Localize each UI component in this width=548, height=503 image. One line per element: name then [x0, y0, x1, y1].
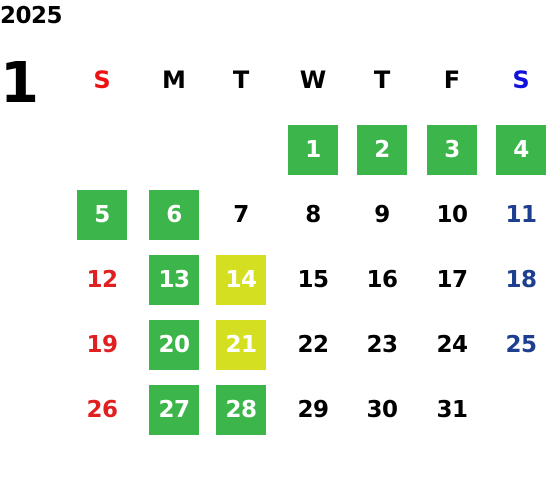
day-cell[interactable]: 22: [297, 332, 329, 358]
day-cell[interactable]: 7: [233, 202, 249, 228]
day-cell[interactable]: 19: [86, 332, 118, 358]
day-cell[interactable]: 26: [86, 397, 118, 423]
day-cell[interactable]: 14: [216, 255, 266, 305]
day-cell[interactable]: 20: [149, 320, 199, 370]
day-cell[interactable]: 11: [505, 202, 537, 228]
day-cell[interactable]: 1: [288, 125, 338, 175]
day-cell[interactable]: 27: [149, 385, 199, 435]
day-cell[interactable]: 10: [436, 202, 468, 228]
weekday-label: S: [93, 66, 111, 94]
day-cell[interactable]: 9: [374, 202, 390, 228]
day-cell[interactable]: 12: [86, 267, 118, 293]
day-cell[interactable]: 18: [505, 267, 537, 293]
day-cell[interactable]: 8: [305, 202, 321, 228]
day-cell[interactable]: 3: [427, 125, 477, 175]
day-cell[interactable]: 6: [149, 190, 199, 240]
day-cell[interactable]: 4: [496, 125, 546, 175]
weekday-label: W: [299, 66, 327, 94]
day-cell[interactable]: 2: [357, 125, 407, 175]
weekday-label: M: [162, 66, 186, 94]
day-cell[interactable]: 13: [149, 255, 199, 305]
day-cell[interactable]: 29: [297, 397, 329, 423]
day-cell[interactable]: 16: [366, 267, 398, 293]
day-cell[interactable]: 31: [436, 397, 468, 423]
weekday-label: S: [512, 66, 530, 94]
weekday-label: T: [232, 66, 250, 94]
weekday-label: F: [443, 66, 461, 94]
year-label: 2025: [0, 3, 63, 29]
day-cell[interactable]: 5: [77, 190, 127, 240]
day-cell[interactable]: 25: [505, 332, 537, 358]
day-cell[interactable]: 30: [366, 397, 398, 423]
day-cell[interactable]: 17: [436, 267, 468, 293]
day-cell[interactable]: 23: [366, 332, 398, 358]
day-cell[interactable]: 24: [436, 332, 468, 358]
day-cell[interactable]: 15: [297, 267, 329, 293]
weekday-label: T: [373, 66, 391, 94]
month-label: 1: [0, 51, 39, 116]
day-cell[interactable]: 28: [216, 385, 266, 435]
day-cell[interactable]: 21: [216, 320, 266, 370]
